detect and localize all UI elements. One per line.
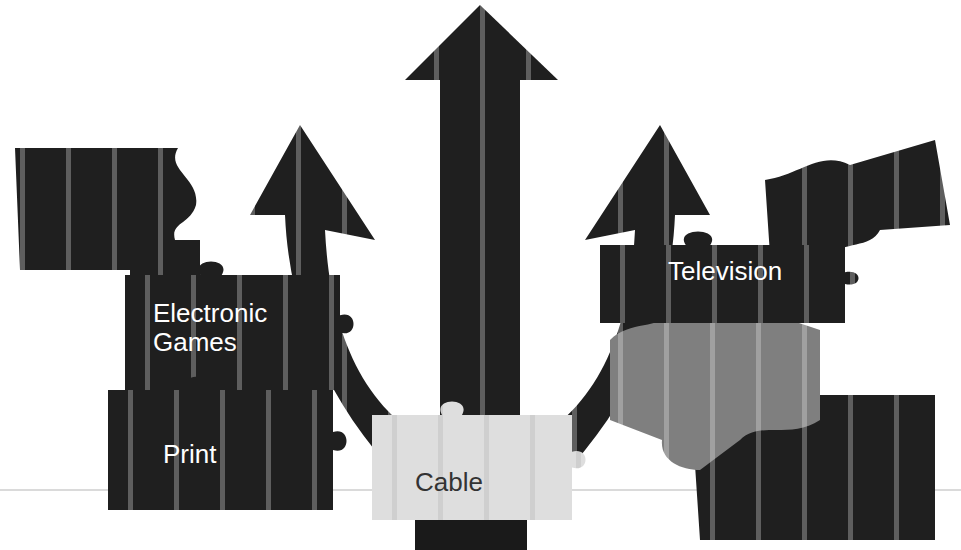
puzzle-shape <box>125 262 354 391</box>
puzzle-outline <box>108 390 333 510</box>
piece-label: Television <box>668 257 838 286</box>
puzzle-piece <box>610 303 820 470</box>
puzzle-piece-node: Cable <box>372 415 572 520</box>
puzzle-shape <box>108 377 347 511</box>
puzzle-piece <box>15 148 200 290</box>
puzzle-piece-node: Television <box>600 245 845 323</box>
piece-label: Electronic Games <box>153 299 293 357</box>
puzzle-shape <box>372 402 586 521</box>
puzzle-piece <box>765 140 950 258</box>
puzzle-piece-node: Electronic Games <box>125 275 340 390</box>
puzzle-piece-node: Print <box>108 390 333 510</box>
piece-label: Cable <box>415 468 535 497</box>
piece-label: Print <box>163 440 283 469</box>
arrow-head <box>405 5 558 80</box>
puzzle-shape <box>600 232 859 324</box>
